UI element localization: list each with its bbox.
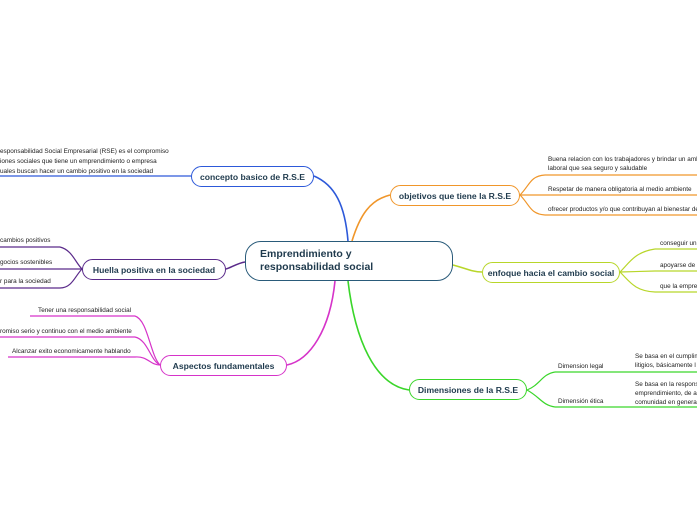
topic-concepto[interactable]: concepto basico de R.S.E: [191, 166, 314, 187]
concepto-leaf-line2: iones sociales que tiene un emprendimien…: [0, 158, 157, 165]
concepto-leaf-line3: uales buscan hacer un cambio positivo en…: [0, 168, 154, 175]
connector-huella: [225, 261, 246, 270]
huella-leaf-1: cambios positivos: [0, 237, 51, 244]
enfoque-leaf-1: conseguir un: [660, 240, 697, 247]
dimension-legal-detail-2: litigios, básicamente l: [635, 362, 696, 369]
aspectos-leaf-2: romiso serio y continuo con el medio amb…: [0, 328, 132, 335]
dimension-etica-detail-1: Se basa en la respons: [635, 381, 697, 388]
central-title-line2: responsabilidad social: [260, 261, 374, 273]
topic-enfoque[interactable]: enfoque hacia el cambio social: [482, 262, 620, 283]
huella-leaf-3: r para la sociedad: [0, 278, 51, 285]
connector-concepto: [313, 175, 349, 242]
aspectos-leaf-3: Alcanzar exito economicamente hablando: [12, 348, 131, 355]
enfoque-leaf-2: apoyarse de l: [660, 262, 697, 269]
objetivos-leaf-3: ofrecer productos y/o que contribuyan al…: [548, 206, 697, 213]
central-title-line1: Emprendimiento y: [260, 248, 352, 260]
objetivos-leaf-2: Respetar de manera obligatoria al medio …: [548, 186, 692, 193]
topic-objetivos[interactable]: objetivos que tiene la R.S.E: [390, 185, 520, 206]
dimension-etica-detail-3: comunidad en genera: [635, 399, 697, 406]
connector-objetivos: [351, 194, 391, 242]
dimension-legal-detail-1: Se basa en el cumplim: [635, 353, 697, 360]
topic-dimensiones[interactable]: Dimensiones de la R.S.E: [409, 379, 527, 400]
huella-leaf-2: gocios sostenibles: [0, 259, 53, 266]
concepto-leaf-line1: esponsabilidad Social Empresarial (RSE) …: [0, 148, 169, 155]
objetivos-leaf-1b: laboral que sea seguro y saludable: [548, 165, 648, 172]
topic-huella[interactable]: Huella positiva en la sociedad: [82, 259, 226, 280]
central-topic[interactable]: Emprendimiento y responsabilidad social: [245, 241, 453, 281]
dimension-etica-label: Dimensión ética: [558, 398, 604, 405]
enfoque-leaf-3: que la empre: [660, 283, 697, 290]
connector-aspectos: [286, 280, 336, 366]
connector-dimensiones: [347, 280, 410, 391]
connector-enfoque: [452, 264, 483, 273]
topic-aspectos[interactable]: Aspectos fundamentales: [160, 355, 287, 376]
objetivos-leaf-1a: Buena relacion con los trabajadores y br…: [548, 156, 697, 163]
dimension-legal-label: Dimension legal: [558, 363, 604, 370]
dimension-etica-detail-2: emprendimiento, de a: [635, 390, 697, 397]
aspectos-leaf-1: Tener una responsabilidad social: [38, 307, 132, 314]
